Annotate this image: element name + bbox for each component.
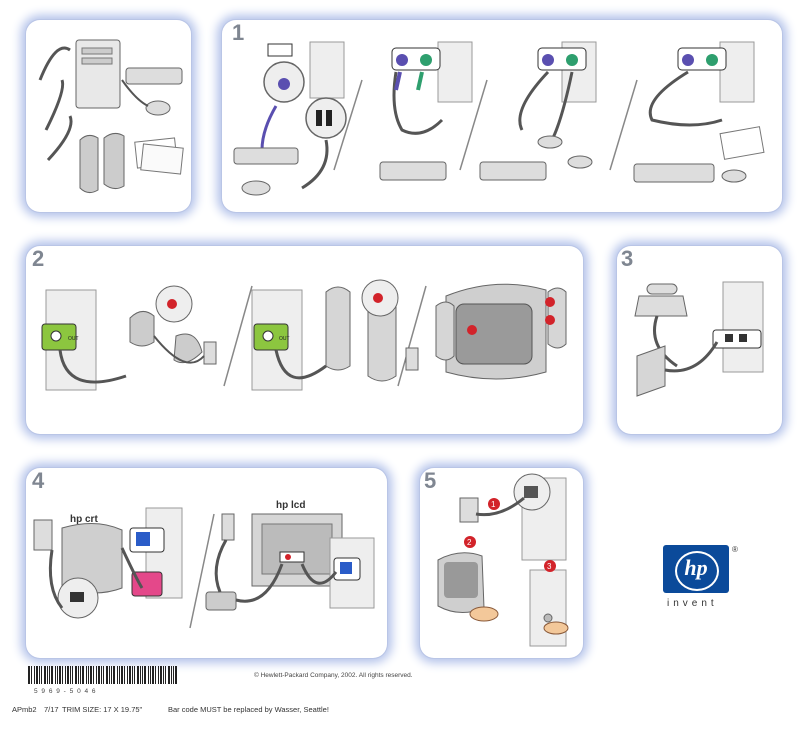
power-on-illustration: 1 2 3 <box>437 473 569 647</box>
keyboard-icon <box>125 67 183 85</box>
hand-press-icon <box>469 606 499 622</box>
keyboard-mouse-connection-illustration <box>233 41 765 196</box>
label-hp-crt: hp crt <box>70 514 98 525</box>
wall-outlet-icon <box>459 497 479 523</box>
step-number-1: 1 <box>232 20 245 45</box>
hp-logo-text: hp <box>684 555 708 580</box>
step-number-5: 5 <box>424 468 437 493</box>
hp-logo-circle-icon <box>675 551 719 591</box>
label-hp-lcd: hp lcd <box>276 500 306 511</box>
panel-step-3: 3 <box>617 246 782 434</box>
panel-step-2: 2 OUT OUT <box>26 246 583 434</box>
power-cord-icon <box>38 46 71 81</box>
svg-text:OUT: OUT <box>279 336 290 342</box>
documentation-icon <box>719 126 765 160</box>
monitor-connection-illustration <box>33 507 375 629</box>
registered-mark: ® <box>732 545 738 554</box>
svg-text:1: 1 <box>491 500 496 509</box>
power-adapter-icon <box>203 341 217 365</box>
modem-connection-illustration <box>634 281 764 397</box>
keyboard-icon <box>233 147 299 165</box>
step-number-2: 2 <box>32 246 45 271</box>
panel-step-4: 4 hp crt hp lcd <box>26 468 387 658</box>
barcode-icon <box>28 666 177 684</box>
callout-1 <box>488 498 500 510</box>
pc-tower-icon <box>529 569 567 647</box>
barcode-number: 5 9 6 9 - 5 0 4 6 <box>34 688 97 695</box>
footer-trim-size: TRIM SIZE: 17 X 19.75" <box>62 705 143 714</box>
wall-jack-icon <box>636 345 666 397</box>
copyright-notice: © Hewlett-Packard Company, 2002. All rig… <box>254 672 413 679</box>
footer-code: APmb2 <box>12 705 37 714</box>
modem-port-zoom-icon <box>712 329 762 349</box>
hp-logo: hp <box>663 545 729 593</box>
pc-tower-icon <box>75 39 121 109</box>
telephone-icon <box>634 295 688 317</box>
hp-tagline: invent <box>667 598 718 609</box>
callout-2 <box>464 536 476 548</box>
footer-page: 7/17 <box>44 705 59 714</box>
mouse-icon <box>145 100 171 116</box>
callout-3 <box>544 560 556 572</box>
speaker-connection-illustration: OUT OUT <box>41 279 567 391</box>
panel-step-5: 5 1 2 3 <box>420 468 583 658</box>
step-number-3: 3 <box>621 246 634 271</box>
power-adapter-icon <box>205 591 237 611</box>
svg-text:2: 2 <box>467 538 472 547</box>
panel-contents <box>26 20 191 212</box>
step-number-4: 4 <box>32 468 45 493</box>
speaker-icon <box>79 134 99 194</box>
box-contents-illustration <box>38 39 184 194</box>
footer-barcode-note: Bar code MUST be replaced by Wasser, Sea… <box>168 705 329 714</box>
panel-step-1: 1 <box>222 20 782 212</box>
svg-text:3: 3 <box>547 562 552 571</box>
svg-text:OUT: OUT <box>68 336 79 342</box>
mouse-icon <box>241 180 271 196</box>
